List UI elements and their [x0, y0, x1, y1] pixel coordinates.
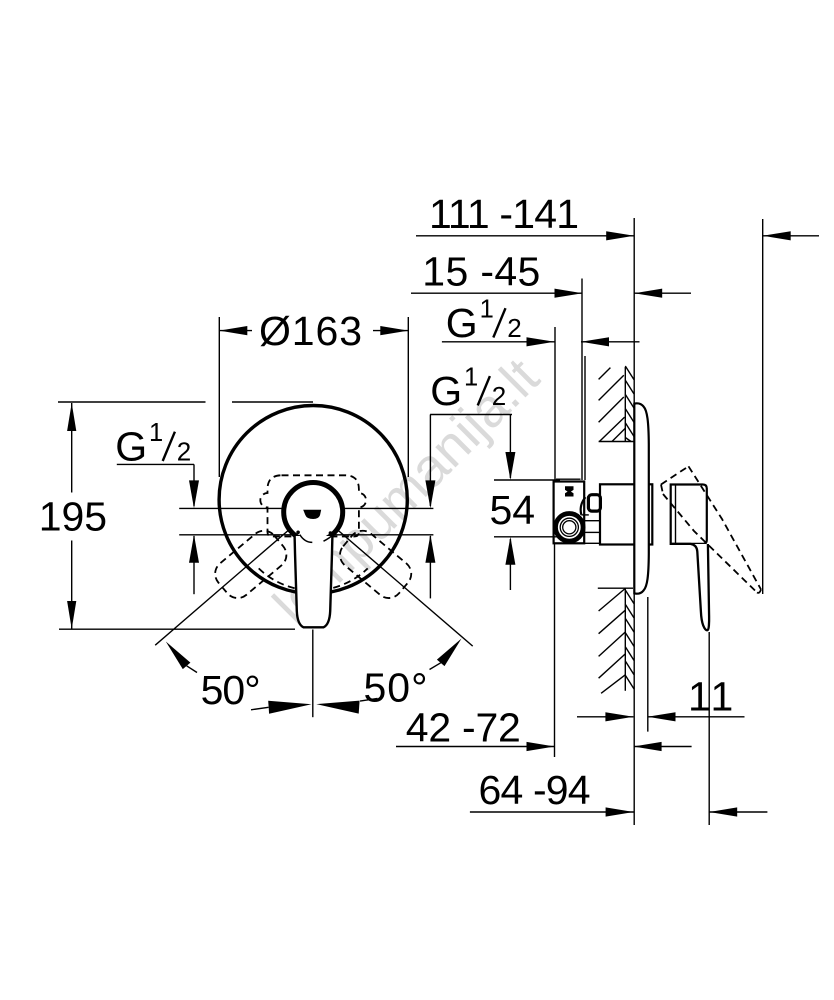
svg-text:G: G: [430, 368, 462, 414]
svg-text:Ø163: Ø163: [259, 308, 362, 354]
svg-text:54: 54: [490, 487, 536, 533]
svg-text:G: G: [446, 300, 478, 346]
svg-text:1: 1: [688, 674, 711, 720]
svg-text:1: 1: [480, 296, 494, 324]
svg-text:42 -72: 42 -72: [406, 704, 521, 750]
svg-text:64 -94: 64 -94: [479, 767, 591, 813]
svg-text:50°: 50°: [201, 667, 261, 713]
svg-text:15 -45: 15 -45: [422, 249, 540, 295]
svg-text:1: 1: [149, 419, 163, 447]
svg-text:50°: 50°: [364, 665, 428, 711]
svg-text:2: 2: [177, 437, 191, 467]
svg-text:1: 1: [464, 364, 478, 392]
svg-text:G: G: [115, 424, 147, 470]
svg-text:195: 195: [39, 494, 107, 540]
svg-text:2: 2: [507, 313, 521, 343]
svg-text:111 -141: 111 -141: [429, 191, 579, 237]
svg-text:2: 2: [492, 381, 506, 411]
svg-text:1: 1: [711, 674, 734, 720]
